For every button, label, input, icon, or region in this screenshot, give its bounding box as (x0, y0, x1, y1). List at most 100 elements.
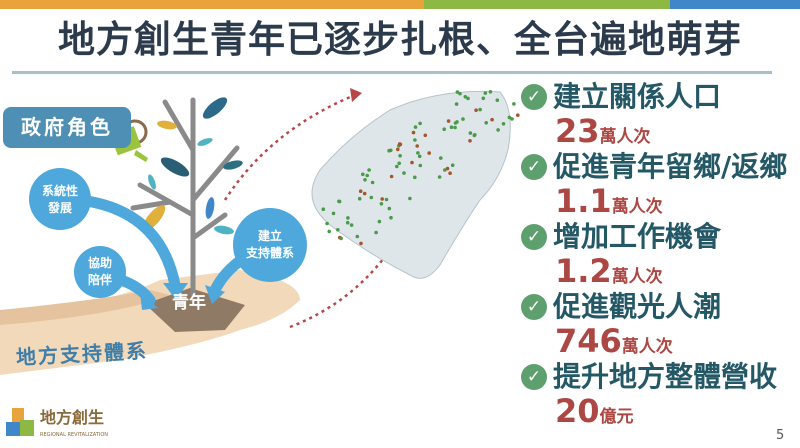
map-marker (396, 147, 400, 152)
map-marker (512, 102, 516, 106)
bubble-systematic: 系統性 發展 (30, 183, 90, 217)
bubble-assist: 協助 陪伴 (74, 255, 126, 289)
leaves (142, 97, 243, 235)
map-marker (446, 119, 451, 123)
stat-value: 746萬人次 (555, 324, 673, 358)
map-marker (336, 228, 340, 232)
map-marker (327, 229, 332, 234)
map-marker (442, 127, 447, 131)
check-icon: ✓ (521, 154, 547, 180)
stat-label: 建立關係人口 (553, 80, 722, 113)
taiwan-map (311, 90, 511, 279)
bubble-support: 建立 支持體系 (233, 228, 307, 262)
stat-unit: 萬人次 (611, 197, 663, 217)
stat-number: 23 (555, 112, 600, 150)
map-marker (437, 175, 442, 179)
map-marker (369, 195, 374, 200)
map-marker (463, 95, 468, 99)
map-marker (439, 156, 443, 160)
map-marker (363, 178, 367, 182)
map-marker (445, 166, 450, 171)
header-bar-blue (670, 0, 800, 9)
check-icon: ✓ (521, 84, 547, 110)
map-marker (413, 138, 417, 142)
map-marker (450, 163, 455, 167)
map-marker (389, 215, 393, 220)
map-marker (481, 96, 486, 101)
map-marker (468, 131, 473, 135)
map-marker (455, 90, 460, 94)
map-markers (321, 90, 520, 246)
header-bar-green (424, 0, 670, 9)
page-title: 地方創生青年已逐步扎根、全台遍地萌芽 (58, 18, 742, 61)
map-marker (453, 121, 458, 125)
map-marker (413, 175, 417, 180)
map-marker (461, 117, 465, 121)
stat-value: 1.2萬人次 (555, 254, 663, 288)
bubble-text: 協助 (87, 256, 112, 270)
map-marker (358, 189, 363, 193)
logo-subtext: REGIONAL REVITALIZATION (40, 432, 108, 438)
check-icon: ✓ (521, 294, 547, 320)
stat-unit: 萬人次 (599, 127, 651, 147)
map-marker (370, 180, 375, 185)
map-marker (325, 221, 329, 226)
map-marker (510, 117, 514, 121)
map-marker (398, 154, 402, 158)
map-marker (495, 98, 500, 102)
map-marker (443, 168, 447, 172)
map-marker (423, 133, 428, 138)
map-marker (466, 96, 470, 101)
bubble-text: 建立 (257, 229, 282, 243)
stat-number: 20 (555, 392, 600, 430)
map-marker (377, 219, 382, 224)
stat-unit: 億元 (599, 407, 634, 427)
logo-text: 地方創生 (40, 408, 105, 427)
stat-unit: 萬人次 (621, 337, 673, 357)
check-icon: ✓ (521, 224, 547, 250)
map-marker (417, 154, 422, 159)
map-marker (359, 241, 363, 246)
stat-label: 增加工作機會 (553, 220, 722, 253)
stat-number: 1.2 (555, 252, 612, 290)
youth-label: 青年 (172, 293, 206, 313)
map-marker (365, 173, 370, 178)
map-marker (473, 133, 477, 137)
map-marker (367, 168, 371, 172)
map-marker (448, 171, 452, 175)
soil (145, 288, 245, 332)
check-icon: ✓ (521, 364, 547, 390)
map-marker (449, 125, 454, 129)
map-marker (454, 102, 459, 106)
stat-value: 20億元 (555, 394, 634, 428)
map-marker (402, 171, 406, 175)
map-marker (507, 115, 512, 120)
bubble-text: 支持體系 (245, 246, 294, 260)
map-marker (397, 142, 402, 146)
map-marker (516, 113, 520, 117)
map-marker (408, 196, 412, 201)
hand (0, 270, 300, 375)
map-marker (387, 206, 392, 211)
bubble-text: 發展 (47, 201, 72, 215)
map-marker (345, 220, 350, 225)
map-marker (339, 236, 343, 241)
map-marker (413, 125, 418, 129)
map-marker (349, 223, 354, 227)
map-marker (410, 160, 414, 165)
map-marker (458, 91, 462, 96)
map-marker (490, 117, 494, 122)
map-marker (389, 174, 394, 179)
map-marker (411, 130, 416, 135)
map-marker (427, 151, 432, 155)
map-marker (478, 107, 482, 112)
map-marker (474, 108, 478, 112)
hand-shadow (0, 290, 170, 325)
map-marker (361, 172, 365, 177)
map-marker (357, 196, 362, 201)
title-divider (12, 71, 772, 74)
map-marker (501, 122, 506, 126)
gov-role-label: 政府角色 (3, 107, 131, 148)
stat-value: 1.1萬人次 (555, 184, 663, 218)
